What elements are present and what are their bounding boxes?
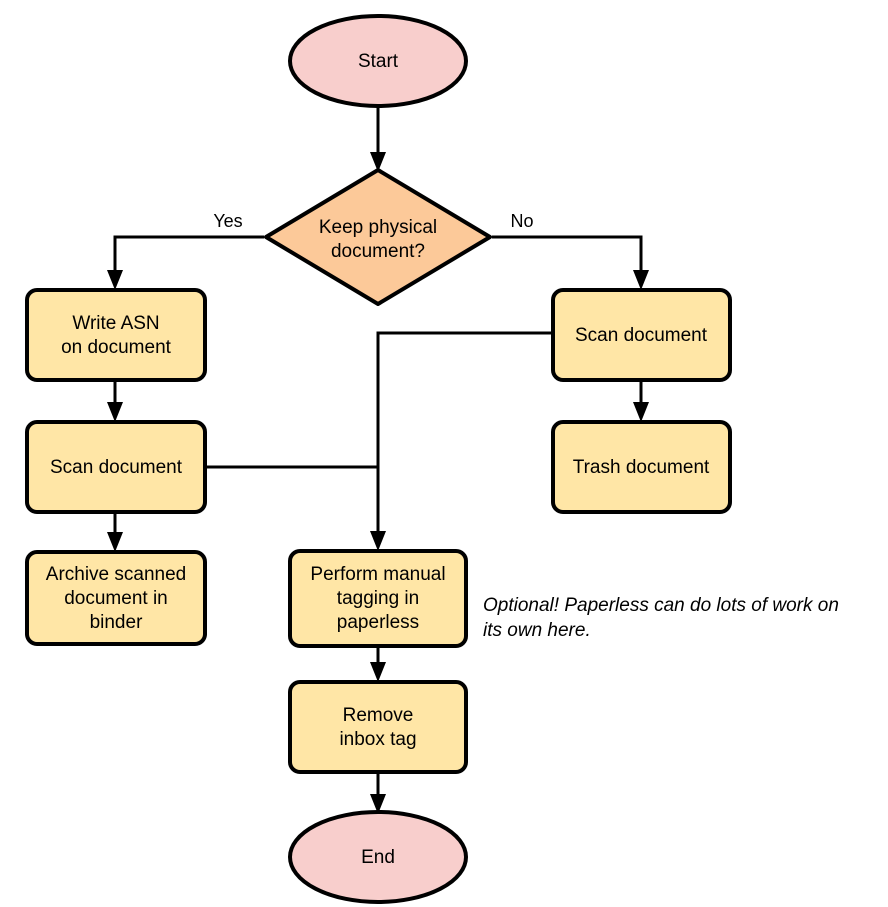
annotation-optional-note: Optional! Paperless can do lots of work … [483, 595, 839, 641]
node-remove-inbox-label-line2: inbox tag [339, 729, 416, 750]
decision-diamond-shape[interactable] [264, 168, 492, 306]
edge-manual-tagging-to-remove-inbox [370, 646, 386, 682]
edge-label-yes: Yes [213, 211, 242, 231]
node-decision-label-line2: document? [331, 241, 425, 262]
scan-document-left-box-shape[interactable] [25, 420, 207, 514]
arrowhead-icon [370, 152, 386, 172]
annotation-line2: its own here. [483, 620, 591, 641]
edge-scan-right-to-manual-tagging [370, 331, 553, 551]
edge-remove-inbox-to-end [370, 772, 386, 814]
node-remove-inbox-tag[interactable]: Remove inbox tag [288, 680, 468, 774]
trash-document-box-shape[interactable] [551, 420, 732, 514]
node-manual-tagging-label-line2: tagging in [337, 588, 419, 609]
end-ellipse-shape[interactable] [288, 810, 468, 904]
manual-tagging-box-shape[interactable] [288, 549, 468, 648]
node-start-label: Start [358, 51, 399, 72]
edge-line [376, 331, 553, 539]
node-start[interactable]: Start [288, 14, 468, 108]
node-archive-label-line2: document in [64, 588, 168, 609]
arrowhead-icon [107, 532, 123, 552]
node-archive-label-line3: binder [90, 612, 143, 633]
edge-label-no: No [510, 211, 533, 231]
node-scan-document-right-label: Scan document [575, 325, 708, 346]
arrowhead-icon [370, 531, 386, 551]
write-asn-box-shape[interactable] [25, 288, 207, 382]
node-manual-tagging-label-line3: paperless [337, 612, 419, 633]
arrowhead-icon [633, 402, 649, 422]
node-scan-document-left-label: Scan document [50, 457, 183, 478]
node-decision-keep-physical-document[interactable]: Keep physical document? [264, 168, 492, 306]
start-ellipse-shape[interactable] [288, 14, 468, 108]
edge-write-asn-to-scan-left [107, 380, 123, 422]
arrowhead-icon [633, 270, 649, 290]
node-manual-tagging-label-line1: Perform manual [310, 564, 445, 585]
node-end-label: End [361, 847, 395, 868]
arrowhead-icon [370, 662, 386, 682]
node-decision-label-line1: Keep physical [319, 217, 437, 238]
node-remove-inbox-label-line1: Remove [343, 705, 414, 726]
edge-line [113, 235, 264, 278]
edge-start-to-decision [370, 105, 386, 172]
node-archive-label-line1: Archive scanned [46, 564, 186, 585]
node-write-asn-label-line2: on document [61, 337, 172, 358]
edge-line [492, 235, 643, 278]
node-write-asn[interactable]: Write ASN on document [25, 288, 207, 382]
edge-scan-left-to-archive [107, 512, 123, 552]
node-write-asn-label-line1: Write ASN [72, 313, 159, 334]
node-perform-manual-tagging[interactable]: Perform manual tagging in paperless [288, 549, 468, 648]
annotation-line1: Optional! Paperless can do lots of work … [483, 595, 839, 616]
node-scan-document-left[interactable]: Scan document [25, 420, 207, 514]
node-trash-document-label: Trash document [573, 457, 710, 478]
node-trash-document[interactable]: Trash document [551, 420, 732, 514]
edge-scan-right-to-trash [633, 380, 649, 422]
node-scan-document-right[interactable]: Scan document [551, 288, 732, 382]
node-archive-scanned-document[interactable]: Archive scanned document in binder [25, 550, 207, 646]
edge-decision-no-to-scan-right [492, 235, 649, 290]
scan-document-right-box-shape[interactable] [551, 288, 732, 382]
arrowhead-icon [370, 794, 386, 814]
arrowhead-icon [107, 402, 123, 422]
edge-decision-yes-to-write-asn [107, 235, 264, 290]
arrowhead-icon [107, 270, 123, 290]
node-end[interactable]: End [288, 810, 468, 904]
archive-box-shape[interactable] [25, 550, 207, 646]
remove-inbox-box-shape[interactable] [288, 680, 468, 774]
